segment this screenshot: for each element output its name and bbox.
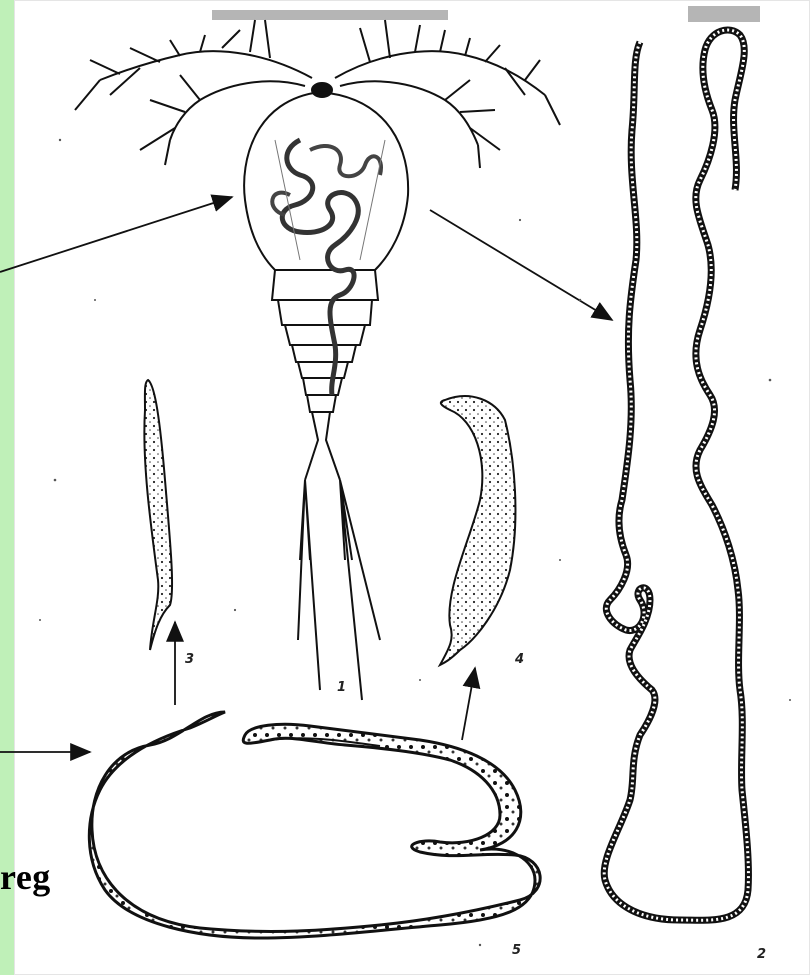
arrow-to-long-worm [430,210,612,320]
looped-worm-drawing [89,712,540,938]
figure-label-5: 5 [512,943,521,958]
arrow-to-copepod [0,197,232,272]
figure-label-4: 4 [515,652,524,667]
paper-speckles [39,139,791,946]
larva-3-drawing [144,380,172,650]
figure-label-1: 1 [337,680,346,695]
top-bar-left [212,10,448,20]
caption-partial-text: reg [0,856,51,898]
figure-label-3: 3 [185,652,194,667]
figure-label-2: 2 [757,947,766,962]
long-worm-drawing [604,30,748,920]
larva-4-drawing [440,396,515,665]
arrow-to-larva-4 [462,668,475,740]
top-bar-right [688,6,760,22]
